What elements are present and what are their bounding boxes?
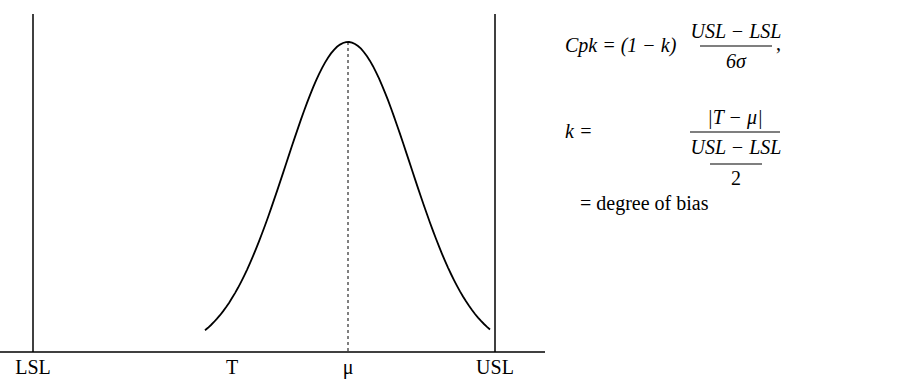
formula-numerator: USL − LSL	[691, 136, 782, 158]
axis-label: LSL	[15, 356, 51, 378]
fraction-bar	[690, 131, 780, 132]
formula-text: = degree of bias	[580, 192, 708, 214]
fraction-bar	[700, 45, 772, 46]
formula-text: Cpk = (1 − k)	[565, 34, 676, 56]
formula-text: k =	[565, 120, 592, 142]
formula-numerator: |T − μ|	[707, 106, 762, 128]
formula-text: ,	[776, 32, 781, 54]
formula-numerator: USL − LSL	[691, 20, 782, 42]
mean-line	[348, 42, 349, 352]
axis-label: μ	[343, 356, 354, 378]
normal-curve	[205, 42, 490, 330]
fraction-bar	[710, 163, 762, 164]
formula-denominator: 6σ	[726, 50, 746, 72]
usl-line	[494, 14, 496, 352]
axis-label: T	[226, 356, 238, 378]
formula-denominator: 2	[731, 167, 741, 189]
axis-label: USL	[476, 356, 514, 378]
lsl-line	[32, 14, 34, 352]
axis-line	[0, 351, 545, 353]
